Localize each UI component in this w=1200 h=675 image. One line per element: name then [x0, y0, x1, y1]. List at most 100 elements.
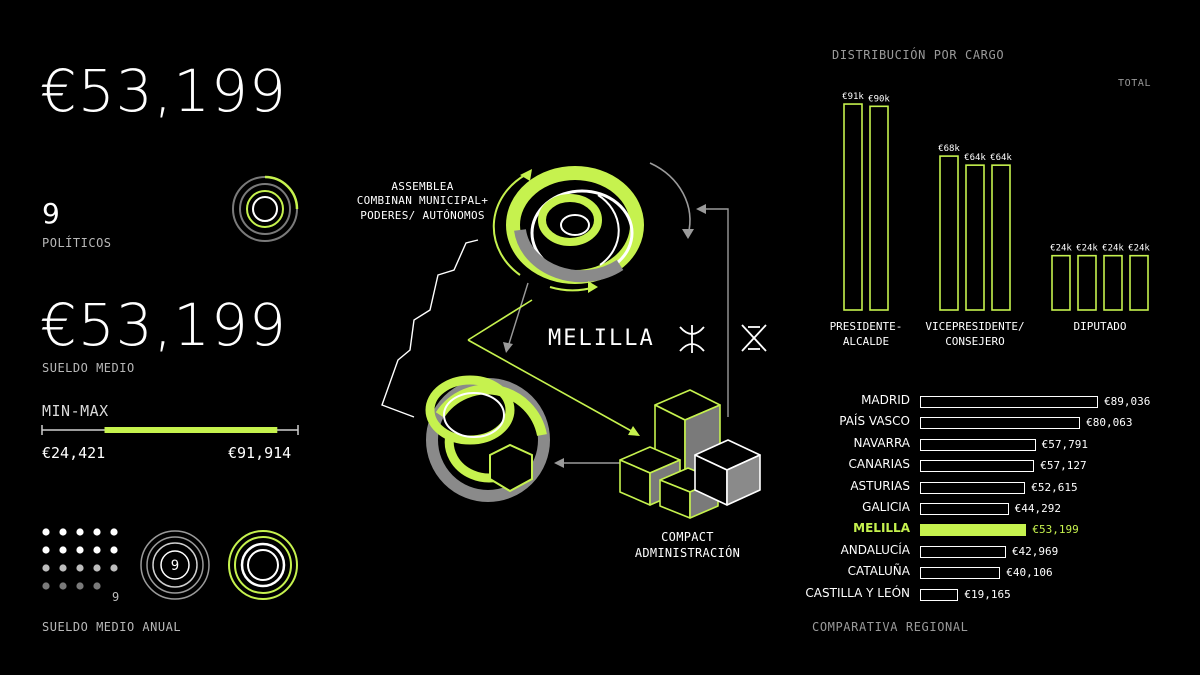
min-value: €24,421	[42, 444, 106, 462]
dot	[93, 564, 101, 572]
dot	[110, 582, 117, 589]
hbar-value-label: €42,969	[1011, 544, 1059, 558]
hbar-value-label: €57,127	[1040, 459, 1087, 473]
arrow-head-icon	[588, 281, 598, 293]
cross-symbol-icon	[741, 324, 767, 352]
vbar-value-label: €24k	[1076, 244, 1098, 254]
vchart-legend: TOTAL	[1118, 78, 1152, 89]
vbar-category-line: DIPUTADO	[1073, 320, 1127, 333]
dot	[110, 546, 118, 554]
vbar-value-label: €24k	[1050, 244, 1072, 254]
hbar-category-label: ANDALUCÍA	[840, 542, 910, 557]
hchart-title: COMPARATIVA REGIONAL	[812, 620, 969, 634]
arrow-head-icon	[520, 169, 532, 181]
hbar	[920, 567, 1001, 580]
flow-arrow-green-down	[467, 339, 636, 434]
vbar	[843, 103, 863, 311]
compact-line-2: ADMINISTRACIÓN	[634, 545, 741, 560]
max-value: €91,914	[228, 444, 292, 462]
dot	[76, 546, 84, 554]
politicians-dot-grid: 9	[42, 528, 119, 604]
arrow-head-icon	[554, 458, 564, 468]
cubes-icon	[619, 389, 761, 519]
vbar-category-label: VICEPRESIDENTE/CONSEJERO	[905, 320, 1045, 350]
flow-arrow-return	[702, 208, 729, 417]
vbar-category-line: CONSEJERO	[945, 334, 1005, 348]
hbar	[920, 503, 1009, 515]
hbar-category-label: CASTILLA Y LEÓN	[805, 585, 910, 600]
range-bar	[41, 425, 299, 435]
top-rings-icon	[506, 166, 644, 284]
count-ring-icon: 9	[140, 530, 210, 600]
hbar-value-label: €40,106	[1006, 566, 1053, 580]
hbar-value-label: €57,791	[1041, 437, 1088, 451]
arrow-head-icon	[696, 204, 706, 214]
vbar	[939, 155, 959, 311]
dot	[42, 546, 50, 554]
hbar	[920, 396, 1099, 408]
vbar-category-line: ALCALDE	[842, 334, 890, 348]
amazigh-symbol-icon	[679, 325, 705, 353]
range-fill	[104, 427, 278, 433]
dots-count-label: 9	[112, 590, 119, 604]
hbar-value-label: €52,615	[1031, 480, 1078, 494]
vbar-category-line: PRESIDENTE-	[829, 320, 903, 333]
hbar-category-label: GALICIA	[862, 500, 910, 514]
compact-line-1: COMPACT	[661, 530, 714, 544]
hbar-category-label: MELILLA	[853, 521, 910, 536]
dot	[110, 564, 118, 572]
hbar-value-label: €44,292	[1014, 502, 1061, 515]
assembly-line-2: COMBINAN MUNICIPAL+	[356, 194, 489, 208]
vbar-value-label: €64k	[964, 153, 986, 163]
vbar	[991, 164, 1011, 311]
hbar-value-label: €19,165	[964, 587, 1011, 601]
dot	[76, 564, 84, 572]
hbar-category-label: NAVARRA	[853, 435, 910, 450]
headline-value: €53,199	[40, 57, 287, 125]
hbar-category-label: PAÍS VASCO	[839, 414, 910, 429]
dot	[93, 528, 101, 536]
arrow-head-icon	[682, 229, 694, 239]
hbar-value-label: €80,063	[1086, 416, 1133, 430]
dot	[42, 582, 50, 590]
hbar-category-label: ASTURIAS	[850, 478, 910, 493]
dot	[93, 582, 101, 590]
assembly-line-3: PODERES/ AUTÓNOMOS	[360, 208, 485, 222]
vbar-category-label: DIPUTADO	[1030, 320, 1170, 335]
flow-arrow-down	[507, 282, 529, 348]
hbar-category-label: CANARIAS	[848, 457, 910, 472]
dot	[93, 546, 101, 554]
dot	[59, 546, 67, 554]
vbar-value-label: €24k	[1128, 244, 1150, 254]
hexagon-icon	[489, 443, 533, 493]
hbar	[920, 438, 1036, 451]
politicians-label: POLÍTICOS	[42, 236, 112, 250]
dot	[42, 564, 50, 572]
avg-salary-label: SUELDO MEDIO	[42, 361, 135, 375]
politicians-count: 9	[42, 197, 60, 230]
hbar-category-label: MADRID	[861, 393, 910, 407]
vbar-value-label: €90k	[868, 94, 890, 104]
region-name: MELILLA	[548, 326, 655, 351]
hbar	[920, 524, 1027, 537]
vbar-value-label: €91k	[842, 92, 864, 102]
dot	[59, 564, 67, 572]
avg-salary-value: €53,199	[40, 291, 287, 359]
assembly-line-1: ASSEMBLEA	[391, 180, 454, 193]
vbar-category-label: PRESIDENTE-ALCALDE	[796, 320, 936, 350]
hbar	[920, 545, 1006, 558]
position-bar-chart: €91k€90k€68k€64k€64k€24k€24k€24k€24k	[842, 92, 1150, 311]
vchart-title: DISTRIBUCIÓN POR CARGO	[832, 48, 1005, 62]
annual-salary-label: SUELDO MEDIO ANUAL	[42, 620, 182, 634]
minmax-label: MIN-MAX	[42, 402, 109, 420]
bottom-rings-icon	[425, 375, 550, 502]
dot	[76, 582, 84, 590]
vbar	[965, 164, 985, 311]
dot	[59, 528, 67, 536]
hbar	[920, 417, 1081, 430]
dot	[59, 582, 67, 590]
vbar-value-label: €24k	[1102, 244, 1124, 254]
hbar-value-label: €89,036	[1104, 395, 1151, 408]
vbar-value-label: €64k	[990, 153, 1012, 163]
